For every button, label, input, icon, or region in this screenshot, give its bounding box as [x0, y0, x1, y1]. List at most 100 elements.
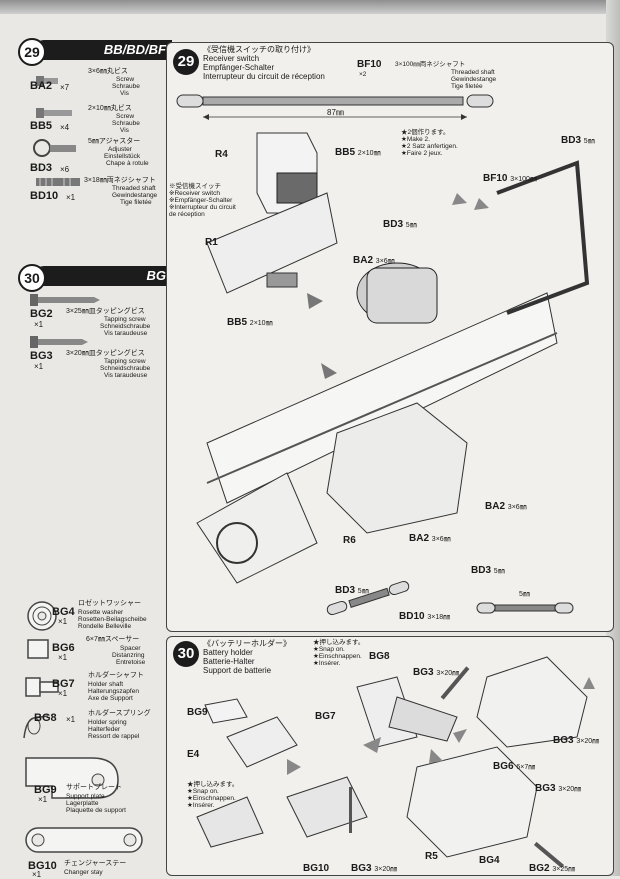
label-ba2-top: BA2 3×6㎜	[353, 255, 395, 266]
panel-29-number: 29	[173, 49, 199, 75]
label-e4: E4	[187, 749, 200, 760]
label-bg4: BG4	[479, 855, 500, 866]
holder-spring-drawing	[23, 715, 49, 739]
part-qty: ×1	[32, 870, 42, 879]
label-r6: R6	[343, 535, 356, 546]
panel-30-title-en: Battery holder	[203, 648, 253, 657]
part-desc-fr: Vis	[120, 127, 129, 134]
spacer-drawing	[27, 639, 49, 659]
part-code: BG6	[52, 642, 75, 654]
switch-note-en: ※Receiver switch	[169, 190, 220, 197]
step-29-header: BB/BD/BF	[34, 40, 172, 60]
bf10-qty: ×2	[359, 71, 367, 78]
part-desc-en: Adjuster	[108, 146, 132, 153]
part-code: BG9	[34, 784, 57, 796]
threaded-shaft-drawing	[36, 178, 80, 186]
make2-note-fr: ★Faire 2 jeux.	[401, 150, 443, 157]
part-spec: 6×7㎜スペーサー	[86, 636, 140, 643]
bf10-spec: 3×100㎜両ネジシャフト	[395, 61, 466, 68]
label-bg3-b: BG3 3×20㎜	[553, 735, 600, 746]
label-r4: R4	[215, 149, 228, 160]
part-desc-fr: Tige filetée	[120, 199, 152, 206]
label-bg8: BG8	[369, 651, 390, 662]
part-spec: 3×20㎜皿タッピングビス	[66, 350, 145, 357]
part-code: BG4	[52, 606, 75, 618]
part-desc-de: Einstellstück	[104, 153, 141, 160]
page-top-edge	[0, 0, 620, 14]
panel-29-title-en: Receiver switch	[203, 54, 260, 63]
part-qty: ×1	[34, 320, 44, 329]
label-bg3-d: BG3 3×20㎜	[351, 863, 398, 874]
part-qty: ×1	[58, 689, 68, 698]
rosette-washer-drawing	[27, 601, 57, 631]
label-bd3-right: BD3 5㎜	[561, 135, 595, 146]
part-spec: 2×10㎜丸ビス	[88, 105, 132, 112]
part-code: BG7	[52, 678, 75, 690]
part-desc-fr: Chape à rotule	[106, 160, 149, 167]
part-qty: ×1	[34, 362, 44, 371]
label-r5: R5	[425, 851, 438, 862]
support-plate-drawing	[25, 757, 119, 799]
step-29-panel: 29 《受信機スイッチの取り付け》 Receiver switch Empfän…	[166, 42, 614, 632]
screw-drawing	[36, 108, 72, 118]
part-desc-en: Changer stay	[64, 869, 103, 876]
step-30-models: BG	[146, 268, 167, 283]
label-r1: R1	[205, 237, 218, 248]
part-desc-de: Rosetten-Beilagscheibe	[78, 616, 147, 623]
bf10-desc-fr: Tige filetée	[451, 83, 483, 90]
holder-shaft-drawing	[25, 677, 59, 697]
bf10-code: BF10	[357, 59, 382, 70]
snap-note-left-en: ★Snap on.	[187, 788, 219, 795]
bf10-desc-de: Gewindestange	[451, 76, 497, 83]
label-ba2-low: BA2 3×6㎜	[409, 533, 451, 544]
panel-30-title-fr: Support de batterie	[203, 666, 272, 675]
label-bg2: BG2 3×25㎜	[529, 863, 576, 874]
switch-note-fr-1: ※Interrupteur du circuit	[169, 204, 236, 211]
part-spec: 5㎜アジャスター	[88, 138, 141, 145]
screw-drawing	[36, 76, 58, 86]
step-29-models: BB/BD/BF	[103, 42, 166, 57]
part-code: BG3	[30, 350, 53, 362]
part-desc-de: Distanzring	[112, 652, 145, 659]
part-desc-de: Halterungszapfen	[88, 688, 139, 695]
part-desc-de: Schneidschraube	[100, 365, 151, 372]
changer-stay-drawing	[25, 827, 143, 853]
snap-note-top-ja: ★押し込みます。	[313, 639, 365, 646]
switch-note-ja: ※受信機スイッチ	[169, 183, 221, 190]
part-desc-en: Tapping screw	[104, 316, 146, 323]
label-bg3-a: BG3 3×20㎜	[413, 667, 460, 678]
battery-holder-drawing	[196, 656, 595, 869]
make2-note-ja: ★2個作ります。	[401, 129, 450, 136]
part-spec: ホルダースプリング	[88, 710, 151, 717]
part-qty: ×1	[66, 193, 76, 202]
label-bg6: BG6 6×7㎜	[493, 761, 536, 772]
part-desc-en: Support plate	[66, 793, 105, 800]
switch-note-de: ※Empfänger-Schalter	[169, 197, 233, 204]
tapping-screw-drawing	[30, 294, 100, 306]
chassis-assembly-drawing	[176, 94, 590, 616]
part-code: BD3	[30, 162, 53, 174]
snap-note-top-en: ★Snap on.	[313, 646, 345, 653]
part-desc-de: Schraube	[112, 120, 140, 127]
part-desc-fr: Entretoise	[116, 659, 146, 666]
label-bb5-top: BB5 2×10㎜	[335, 147, 381, 158]
label-bd10: BD10 3×18㎜	[399, 611, 451, 622]
label-bg3-c: BG3 3×20㎜	[535, 783, 582, 794]
part-desc-de: Schraube	[112, 83, 140, 90]
part-code: BG10	[28, 860, 57, 872]
part-spec: サポートプレート	[66, 784, 122, 791]
panel-29-title-de: Empfänger-Schalter	[203, 63, 275, 72]
part-qty: ×4	[60, 123, 70, 132]
step-30-header: BG	[34, 266, 172, 286]
step-30-panel: 30 《バッテリーホルダー》 Battery holder Batterie-H…	[166, 636, 614, 876]
snap-note-left-fr: ★Insérer.	[187, 802, 215, 809]
part-code: BA2	[30, 80, 53, 92]
panel-30-number: 30	[173, 641, 199, 667]
part-desc-en: Tapping screw	[104, 358, 146, 365]
label-bg7: BG7	[315, 711, 336, 722]
part-desc-en: Threaded shaft	[112, 185, 156, 192]
part-code: BG2	[30, 308, 53, 320]
part-qty: ×1	[66, 715, 76, 724]
snap-note-left-ja: ★押し込みます。	[187, 781, 239, 788]
part-desc-fr: Ressort de rappel	[88, 733, 140, 740]
